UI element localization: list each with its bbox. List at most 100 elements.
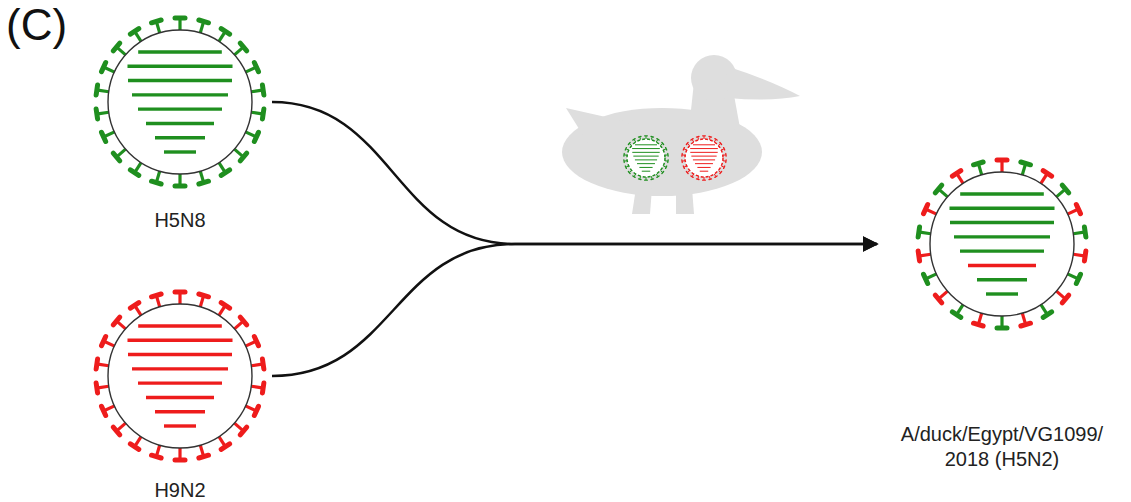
spike-head: [175, 184, 185, 189]
spike-head: [175, 458, 185, 463]
spike-stem: [234, 322, 242, 329]
spike-head: [623, 154, 625, 157]
spike-stem: [251, 364, 262, 366]
spike-stem: [219, 163, 225, 172]
spike-stem: [105, 406, 115, 411]
spike-stem: [663, 166, 666, 167]
genome-segment: [639, 167, 652, 168]
virus-envelope: [627, 139, 665, 177]
spike-head: [113, 153, 120, 161]
spike-stem: [98, 364, 109, 366]
spike-head: [628, 142, 630, 144]
spike-head: [96, 85, 97, 95]
spike-head: [715, 176, 717, 177]
spike-stem: [251, 112, 262, 114]
spike-head: [625, 166, 626, 168]
spike-head: [974, 323, 984, 326]
spike-head: [725, 160, 727, 163]
genome-segment: [132, 93, 228, 96]
spike-head: [681, 154, 683, 157]
spike-head: [666, 166, 667, 168]
genome-segment: [949, 207, 1054, 210]
virus-particle: [88, 284, 272, 468]
spike-stem: [660, 170, 662, 172]
spike-stem: [1056, 190, 1064, 197]
mixed-infection: [624, 136, 726, 180]
spike-stem: [157, 171, 160, 182]
genome-segment: [632, 152, 659, 153]
spike-stem: [927, 210, 937, 215]
reassortment-arrow: [272, 244, 877, 376]
spike-stem: [234, 48, 242, 55]
spike-head: [623, 160, 625, 163]
spike-stem: [105, 342, 115, 347]
spike-head: [686, 172, 688, 174]
virus-envelope: [108, 304, 252, 448]
virus-h9n2: H9N2: [88, 284, 272, 502]
spike-head: [683, 166, 684, 168]
spike-stem: [219, 306, 225, 315]
spike-head: [952, 171, 960, 176]
spike-head: [221, 29, 229, 34]
spike-stem: [234, 423, 242, 430]
spike-head: [96, 359, 97, 369]
spike-head: [240, 427, 247, 435]
spike-stem: [200, 22, 203, 33]
spike-head: [709, 136, 712, 138]
spike-head: [638, 178, 641, 180]
spike-stem: [1000, 161, 1003, 172]
spike-stem: [178, 19, 181, 30]
genome-segment: [637, 163, 655, 164]
spike-head: [691, 139, 693, 140]
genome-segment: [950, 221, 1054, 224]
virus-h5n8: H5N8: [88, 10, 272, 233]
spike-group: [624, 136, 668, 180]
spike-stem: [98, 112, 109, 114]
spike-head: [691, 176, 693, 177]
spike-head: [924, 274, 928, 283]
genome-segment: [633, 156, 658, 157]
spike-stem: [200, 296, 203, 307]
spike-head: [254, 63, 258, 72]
strain-name: H9N2: [154, 478, 205, 502]
spike-stem: [178, 174, 181, 185]
spike-stem: [117, 423, 125, 430]
spike-head: [703, 135, 706, 136]
spike-stem: [245, 342, 255, 347]
genome-segment: [138, 107, 222, 110]
spike-head: [199, 181, 209, 184]
spike-stem: [117, 149, 125, 156]
spike-head: [221, 303, 229, 308]
genome-segment: [691, 156, 716, 157]
spike-stem: [718, 170, 720, 172]
spike-head: [175, 16, 185, 21]
spike-stem: [135, 32, 141, 41]
spike-stem: [135, 437, 141, 446]
genome-segment: [642, 171, 650, 172]
spike-head: [662, 172, 664, 174]
spike-head: [113, 427, 120, 435]
virus-particle: [910, 152, 1094, 336]
spike-group: [918, 160, 1086, 328]
spike-head: [1021, 162, 1031, 165]
spike-stem: [979, 164, 982, 175]
genome-segment: [635, 159, 657, 160]
spike-head: [666, 148, 667, 150]
genome-segment: [690, 152, 717, 153]
spike-head: [199, 455, 209, 458]
spike-stem: [704, 136, 705, 139]
spike-stem: [939, 291, 947, 298]
spike-head: [645, 180, 648, 181]
spike-head: [199, 20, 209, 23]
spike-head: [96, 109, 97, 119]
genome-segment: [128, 353, 232, 356]
spike-stem: [234, 149, 242, 156]
spike-stem: [1073, 254, 1084, 256]
spike-stem: [135, 163, 141, 172]
spike-head: [651, 136, 654, 138]
spike-stem: [105, 132, 115, 137]
spike-head: [254, 406, 258, 415]
genome-segment: [138, 381, 222, 384]
spike-head: [681, 160, 683, 163]
